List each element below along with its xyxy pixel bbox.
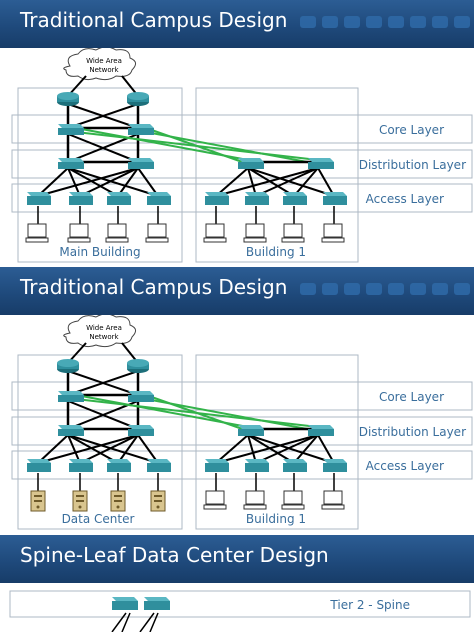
spine-switch-icon [112,597,138,610]
distribution-switch-icon [128,158,154,169]
access-layer-label: Access Layer [366,192,444,206]
access-switch-icon [245,192,269,205]
distribution-switch-icon [58,158,84,169]
access-switch-icon [205,192,229,205]
access-layer-label: Access Layer [366,459,444,473]
spine-leaf-links [111,612,159,632]
left-group-label: Data Center [62,512,135,526]
router-icon [127,359,149,373]
core-layer-label: Core Layer [379,123,444,137]
network-diagram: Wide Area Network [11,315,473,530]
tier-2-spine-label: Tier 2 - Spine [329,598,410,612]
banner-decoration [300,283,470,295]
left-group-box [17,87,183,263]
dist-access-links-left [37,427,159,464]
access-switch-icon [107,459,131,472]
access-switch-icon [323,192,347,205]
access-switch-icon [69,459,93,472]
green-uplinks [75,127,319,165]
router-icon [127,92,149,106]
distribution-switch-icon [238,425,264,436]
access-switch-icon [147,459,171,472]
access-switch-icon [283,192,307,205]
slide-title: Spine-Leaf Data Center Design [20,543,329,567]
core-switch-icon [128,124,154,135]
title-banner: Spine-Leaf Data Center Design [0,535,474,583]
access-switch-icon [147,192,171,205]
core-switch-icon [128,391,154,402]
router-icon [57,359,79,373]
core-switch-icon [58,124,84,135]
green-uplinks [75,394,319,432]
dist-access-links-right [215,427,335,464]
distribution-switch-icon [128,425,154,436]
wan-label-line2: Network [89,333,119,341]
access-switch-icon [323,459,347,472]
wan-label-line1: Wide Area [86,324,122,332]
right-group-box [195,354,359,530]
access-switch-icon [205,459,229,472]
right-group-box [195,87,359,263]
wan-label-line2: Network [89,66,119,74]
distribution-switch-icon [58,425,84,436]
access-endpoint-links [37,206,335,224]
title-banner: Traditional Campus Design [0,0,474,48]
access-switch-icon [245,459,269,472]
core-switch-icon [58,391,84,402]
access-layer-band [11,450,473,480]
distribution-switch-icon [308,158,334,169]
right-group-label: Building 1 [246,245,306,259]
network-diagram: Wide Area Network [11,48,473,263]
title-banner: Traditional Campus Design [0,267,474,315]
wan-cloud: Wide Area Network [63,48,136,81]
access-switch-icon [107,192,131,205]
wan-cloud: Wide Area Network [63,315,136,348]
slide-title: Traditional Campus Design [20,275,288,299]
workstation-icon [25,223,345,243]
distribution-layer-label: Distribution Layer [359,158,466,172]
right-group-label: Building 1 [246,512,306,526]
slide-title: Traditional Campus Design [20,8,288,32]
core-layer-band [11,114,473,144]
core-layer-band [11,381,473,411]
spine-switch-icon [144,597,170,610]
distribution-layer-label: Distribution Layer [359,425,466,439]
wan-label-line1: Wide Area [86,57,122,65]
slide-campus-1: Traditional Campus Design Wide Area [0,0,474,267]
router-icon [57,92,79,106]
workstation-icon [203,490,345,510]
left-group-label: Main Building [59,245,140,259]
slide-campus-2: Traditional Campus Design Wide Area Netw… [0,267,474,535]
spine-tier-band [9,590,471,618]
access-endpoint-links [37,473,335,491]
access-switch-icon [27,192,51,205]
distribution-switch-icon [308,425,334,436]
slide-spine-leaf: Spine-Leaf Data Center Design Tier 2 - S… [0,535,474,632]
dist-access-links-left [37,160,159,197]
access-switch-icon [27,459,51,472]
access-switch-icon [69,192,93,205]
core-layer-label: Core Layer [379,390,444,404]
access-layer-band [11,183,473,213]
network-diagram: Tier 2 - Spine [9,590,471,632]
distribution-switch-icon [238,158,264,169]
left-group-box [17,354,183,530]
server-icon [30,490,166,512]
banner-decoration [300,16,470,28]
access-switch-icon [283,459,307,472]
